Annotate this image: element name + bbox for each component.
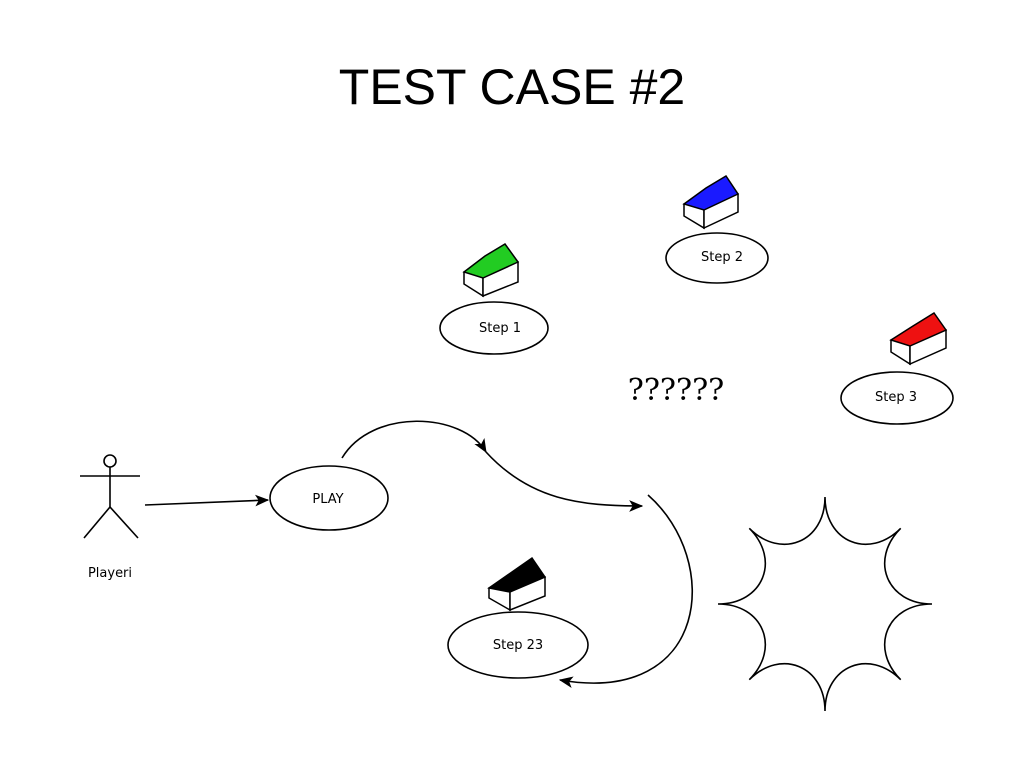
step-23-ellipse [447, 611, 589, 679]
step-1-label: Step 1 [479, 321, 521, 336]
curve-arrow-1 [341, 420, 487, 459]
step-3-house [889, 311, 948, 366]
step-2-label: Step 2 [701, 250, 743, 265]
step-1-house [462, 243, 520, 298]
step-23-house [487, 556, 547, 612]
curve-arrow-3 [558, 494, 693, 688]
actor-label: Playeri [88, 566, 132, 581]
slide-title: TEST CASE #2 [338, 59, 686, 115]
step-2-ellipse [665, 232, 769, 284]
step-3-ellipse [840, 371, 954, 425]
step-2-house [682, 174, 740, 230]
actor-to-play-arrow [144, 494, 270, 507]
actor-head [103, 454, 117, 468]
explosion-burst [717, 496, 933, 712]
player-actor [80, 454, 140, 539]
curve-arrow-2 [485, 451, 644, 512]
actor-right-leg [109, 506, 139, 539]
step-23-label: Step 23 [493, 638, 543, 653]
actor-left-leg [83, 506, 111, 539]
play-ellipse [269, 465, 389, 531]
step-3-label: Step 3 [875, 390, 917, 405]
step-1-ellipse [439, 301, 549, 355]
unknown-steps-label: ?????? [628, 373, 725, 408]
play-label: PLAY [312, 492, 343, 507]
